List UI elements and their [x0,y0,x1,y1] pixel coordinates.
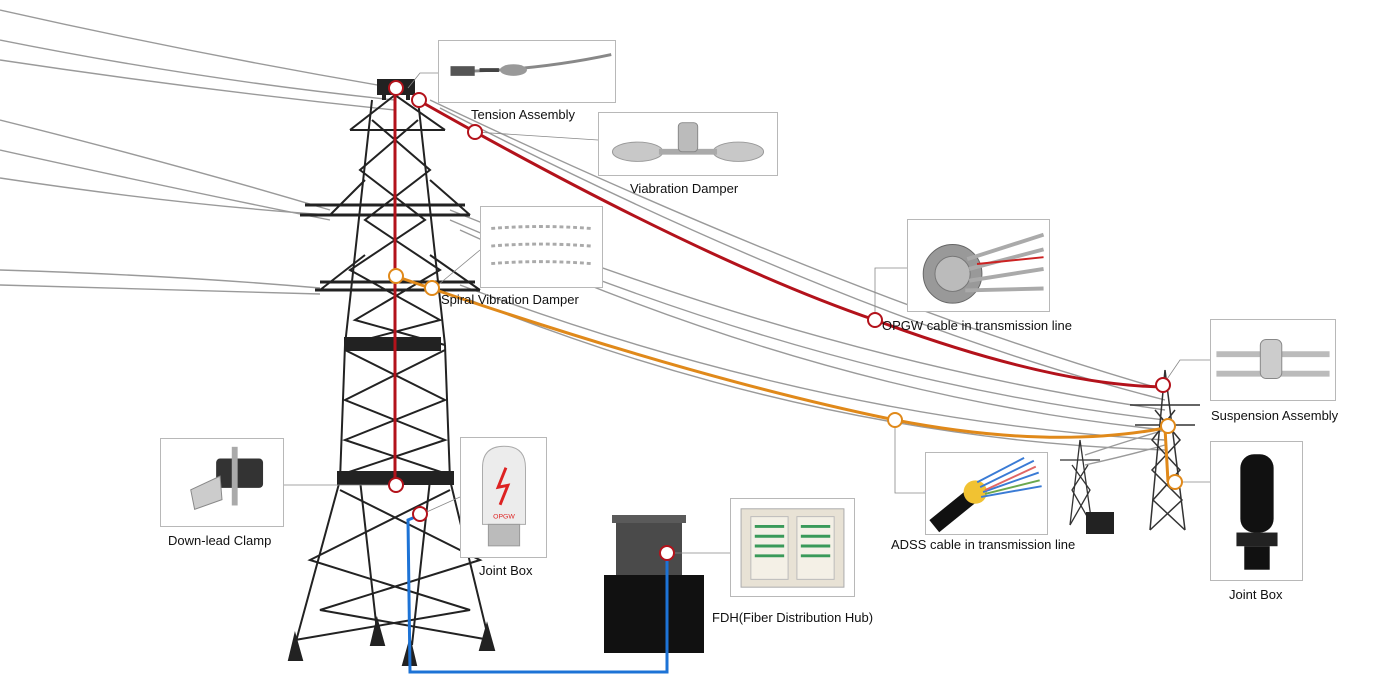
opgw-cable-label: OPGW cable in transmission line [882,318,1073,333]
marker-joint-left [412,506,428,522]
marker-joint-right [1167,474,1183,490]
marker-suspension-1 [1155,377,1171,393]
marker-downlead [388,477,404,493]
tension-assembly-label: Tension Assembly [471,107,576,122]
marker-tension-1 [388,80,404,96]
vibration-damper-thumbnail [598,112,778,176]
ground-cabinet-small [1086,512,1114,534]
closure-label: OPGW [493,514,515,521]
marker-spiral-2 [424,280,440,296]
fdh-cabinet-graphic [604,515,704,653]
down-lead-clamp-label: Down-lead Clamp [168,533,272,548]
joint-box-right-thumbnail [1210,441,1303,581]
marker-opgw [867,312,883,328]
suspension-assembly-thumbnail [1210,319,1336,401]
marker-tension-2 [411,92,427,108]
vibration-damper-label: Viabration Damper [630,181,739,196]
leader-lines [284,72,1210,554]
marker-vibration [467,124,483,140]
fiber-lead-line [406,513,669,674]
fdh-thumbnail [730,498,855,597]
adss-cable-label: ADSS cable in transmission line [891,537,1076,552]
fdh-label: FDH(Fiber Distribution Hub) [712,610,874,625]
joint-box-left-label: Joint Box [479,563,533,578]
marker-fdh [659,545,675,561]
spiral-vibration-damper-thumbnail [480,206,603,288]
marker-adss [887,412,903,428]
down-lead-clamp-thumbnail [160,438,284,527]
opgw-line [393,88,1164,485]
spiral-vibration-damper-label: Spiral Vibration Damper [441,292,579,307]
joint-box-right-label: Joint Box [1229,587,1283,602]
suspension-assembly-label: Suspension Assembly [1211,408,1339,423]
markers [388,80,1183,561]
marker-spiral-1 [388,268,404,284]
far-tower [1060,439,1100,526]
tension-assembly-thumbnail [438,40,616,103]
adss-line [394,274,1170,483]
main-tower [287,79,496,666]
joint-box-left-thumbnail: OPGW [460,437,547,558]
opgw-cable-thumbnail [907,219,1050,312]
marker-suspension-2 [1160,418,1176,434]
adss-cable-thumbnail [925,452,1048,535]
